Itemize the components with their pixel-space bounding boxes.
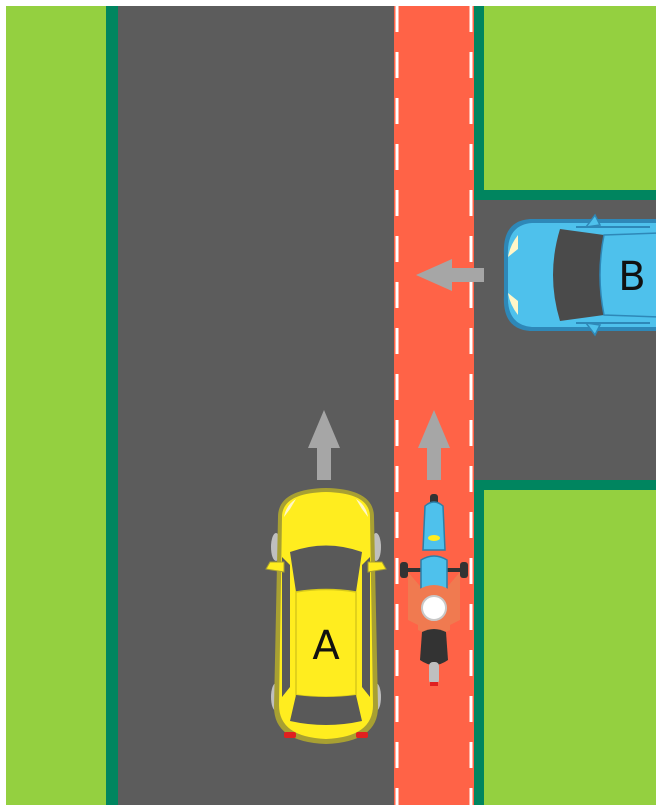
right-grass-bottom: [484, 490, 656, 805]
blue-car-icon: B: [504, 215, 656, 335]
car-b-label: B: [618, 254, 645, 300]
yellow-car-icon: A: [266, 488, 386, 744]
right-grass-top: [484, 0, 656, 190]
left-curb: [106, 0, 118, 805]
car-a-label: A: [312, 623, 340, 669]
left-grass: [6, 0, 106, 805]
